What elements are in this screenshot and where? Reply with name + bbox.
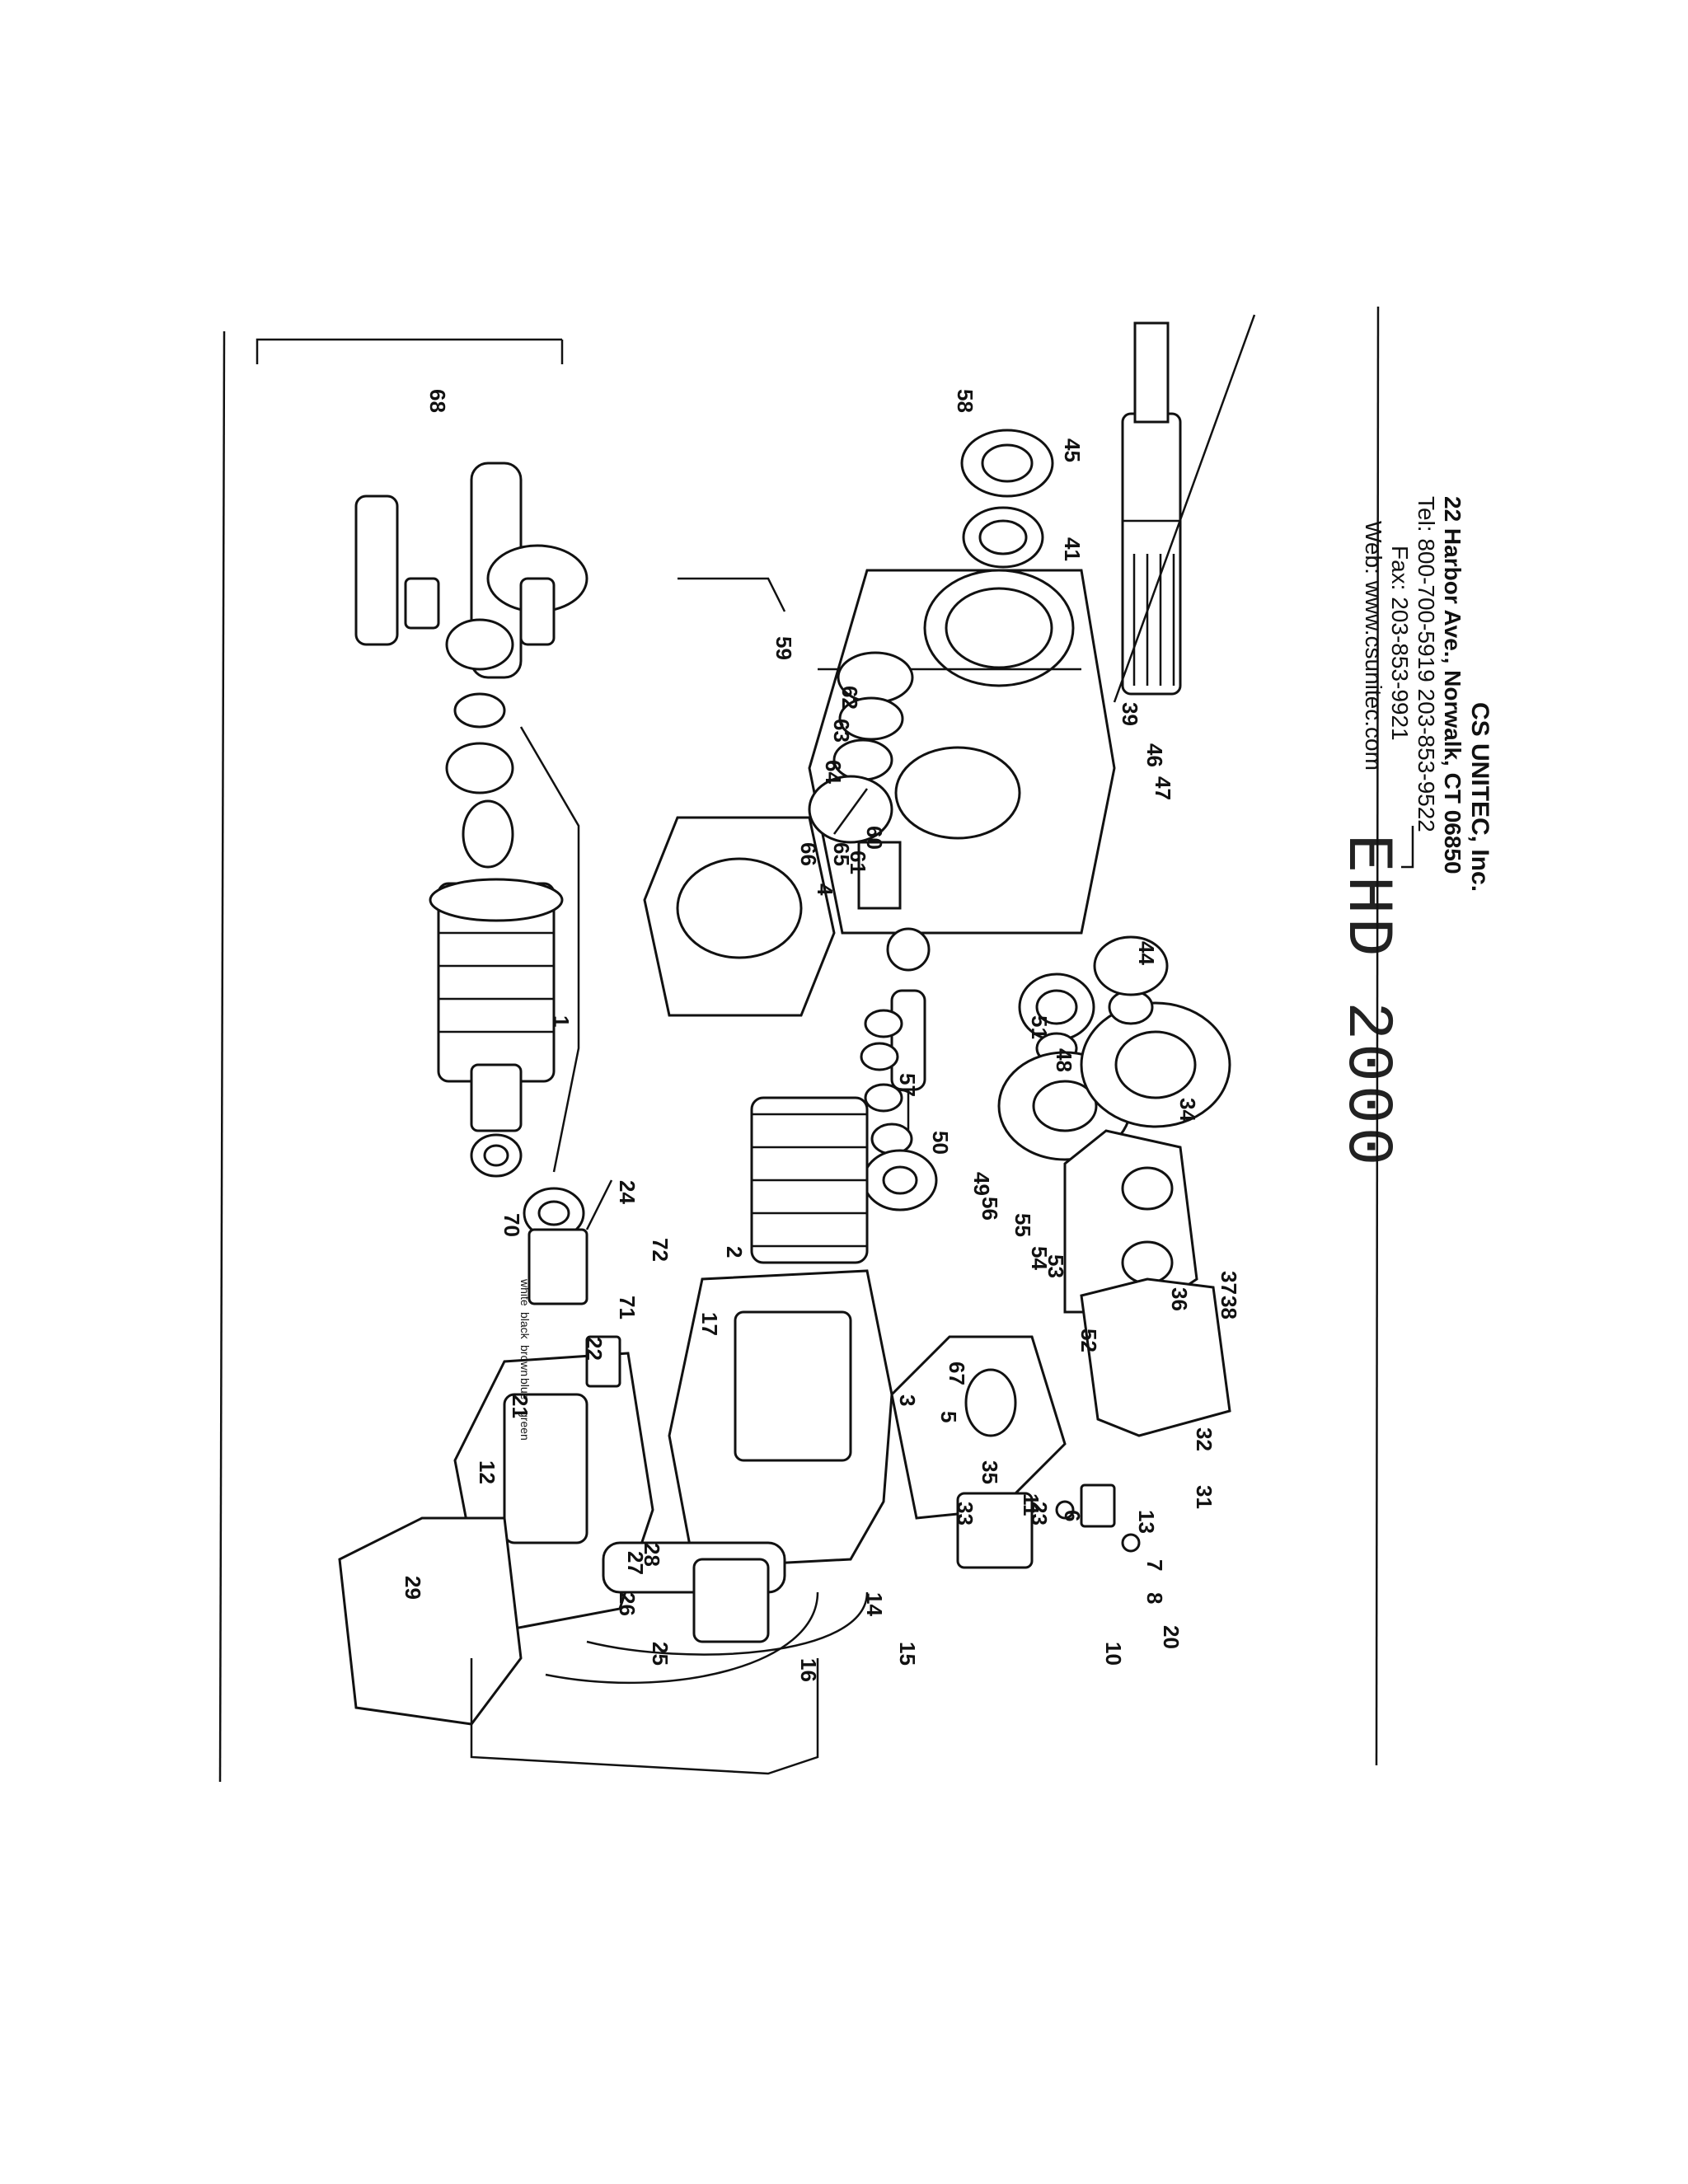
motor-housing bbox=[668, 1269, 893, 1569]
top-rule bbox=[1375, 307, 1380, 1766]
callout-label: 1 bbox=[549, 1015, 574, 1027]
switch-assembly bbox=[528, 1179, 621, 1388]
callout-label: 26 bbox=[615, 1592, 640, 1616]
callout-label: 25 bbox=[648, 1642, 673, 1666]
callout-label: 17 bbox=[697, 1312, 722, 1336]
armature bbox=[429, 692, 564, 1178]
callout-label: 70 bbox=[499, 1213, 524, 1237]
field-stator bbox=[643, 816, 869, 1264]
callout-label: 71 bbox=[615, 1296, 640, 1319]
callout-label: 29 bbox=[401, 1576, 425, 1600]
callout-label: 48 bbox=[1052, 1048, 1076, 1072]
callout-label: 12 bbox=[475, 1460, 499, 1484]
callout-label: 31 bbox=[1192, 1485, 1217, 1509]
callout-label: 13 bbox=[1134, 1510, 1159, 1534]
wire-label: green bbox=[518, 1411, 532, 1441]
corner-mark bbox=[1401, 826, 1414, 869]
callout-label: 46 bbox=[1142, 743, 1167, 767]
callout-label: 41 bbox=[1060, 537, 1085, 561]
power-cord bbox=[470, 1541, 869, 1775]
callout-label: 59 bbox=[771, 636, 796, 660]
callout-label: 68 bbox=[425, 389, 450, 413]
callout-label: 20 bbox=[1159, 1625, 1184, 1649]
wire-label: black bbox=[518, 1312, 532, 1340]
callout-label: 33 bbox=[953, 1502, 978, 1526]
callout-label: 15 bbox=[895, 1642, 920, 1666]
callout-label: 64 bbox=[821, 760, 846, 784]
rotated-drawing: CS UNITEC, Inc. 22 Harbor Ave., Norwalk,… bbox=[216, 307, 1493, 1790]
callout-label: 3 bbox=[895, 1394, 920, 1406]
callout-label: 35 bbox=[978, 1460, 1002, 1484]
handle-housing bbox=[338, 1352, 654, 1726]
electrical-parts bbox=[956, 1483, 1141, 1569]
callout-label: 10 bbox=[1101, 1642, 1126, 1666]
callouts: 1 2 3 4 5 6 7 8 10 11 12 13 14 15 16 17 … bbox=[401, 389, 1241, 1682]
callout-label: 55 bbox=[1010, 1213, 1035, 1237]
callout-label: 14 bbox=[862, 1592, 887, 1616]
gear-cover bbox=[1063, 1129, 1198, 1314]
callout-label: 27 bbox=[623, 1551, 648, 1575]
washer-stack bbox=[860, 1009, 938, 1212]
callout-label: 65 bbox=[829, 842, 854, 866]
wire-label: white bbox=[518, 1278, 532, 1306]
callout-label: 45 bbox=[1060, 438, 1085, 462]
callout-label: 56 bbox=[978, 1197, 1002, 1221]
callout-label: 58 bbox=[953, 389, 978, 413]
callout-label: 47 bbox=[1151, 776, 1175, 800]
bearing-45 bbox=[960, 429, 1054, 498]
exploded-view: 1 2 3 4 5 6 7 8 10 11 12 13 14 15 16 17 … bbox=[218, 307, 1414, 1783]
callout-label: 4 bbox=[813, 883, 837, 896]
callout-label: 24 bbox=[615, 1180, 640, 1204]
callout-label: 38 bbox=[1217, 1296, 1241, 1319]
seal-group-61 bbox=[808, 651, 914, 844]
callout-label: 22 bbox=[582, 1337, 607, 1361]
callout-label: 28 bbox=[640, 1543, 664, 1567]
callout-label: 37 bbox=[1217, 1271, 1241, 1295]
callout-label: 16 bbox=[796, 1658, 821, 1682]
seal-41 bbox=[962, 506, 1044, 569]
callout-label: 8 bbox=[1142, 1592, 1167, 1604]
callout-label: 60 bbox=[862, 826, 887, 850]
callout-label: 61 bbox=[846, 851, 870, 874]
callout-label: 34 bbox=[1175, 1098, 1200, 1122]
callout-label: 23 bbox=[1027, 1502, 1052, 1526]
callout-label: 11 bbox=[1019, 1493, 1043, 1516]
callout-label: 51 bbox=[1027, 1015, 1052, 1039]
callout-label: 39 bbox=[1118, 702, 1142, 726]
callout-label: 44 bbox=[1134, 941, 1159, 965]
gear-58 bbox=[1080, 935, 1231, 1128]
callout-label: 50 bbox=[928, 1131, 953, 1155]
callout-label: 63 bbox=[829, 719, 854, 743]
callout-label: 72 bbox=[648, 1238, 673, 1262]
bottom-rule bbox=[218, 330, 226, 1783]
side-handle-assembly bbox=[354, 462, 588, 679]
callout-label: 62 bbox=[837, 686, 862, 710]
callout-label: 7 bbox=[1142, 1559, 1167, 1571]
callout-label: 53 bbox=[1043, 1254, 1068, 1278]
callout-label: 2 bbox=[722, 1246, 747, 1258]
callout-label: 54 bbox=[1027, 1246, 1052, 1270]
callout-label: 36 bbox=[1167, 1287, 1192, 1311]
brush-holder bbox=[890, 1277, 1231, 1520]
callout-label: 67 bbox=[945, 1361, 969, 1385]
callout-label: 6 bbox=[1060, 1510, 1085, 1521]
callout-label: 52 bbox=[1076, 1329, 1101, 1352]
callout-label: 66 bbox=[796, 842, 821, 866]
wire-label: blue bbox=[518, 1378, 532, 1400]
spindle-part bbox=[1121, 321, 1182, 696]
callout-label: 57 bbox=[895, 1073, 920, 1097]
wire-label: brown bbox=[518, 1345, 532, 1376]
callout-label: 49 bbox=[969, 1172, 994, 1196]
callout-label: 21 bbox=[508, 1394, 532, 1418]
callout-label: 32 bbox=[1192, 1427, 1217, 1451]
callout-label: 5 bbox=[936, 1411, 961, 1422]
